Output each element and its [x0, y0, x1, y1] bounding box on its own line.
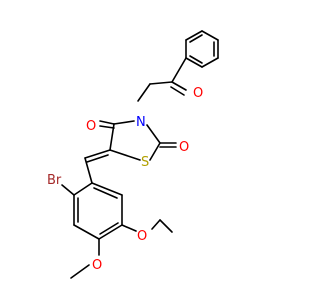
thiazolidinedione-ring: N S [109, 115, 161, 170]
ethoxy-oxygen-label: O [137, 229, 147, 244]
bond-ch2-nitrogen [137, 83, 151, 102]
substituted-benzene-ring [73, 182, 123, 240]
exocyclic-double-bond [84, 149, 111, 163]
ketone-group: O [170, 81, 203, 101]
bond-carbonyl-ch2 [149, 81, 173, 85]
sulfur-label: S [141, 155, 149, 170]
methoxy-substituent: O [70, 238, 102, 279]
bromine-substituent: Br [47, 173, 75, 196]
molecule-structure: O N S O O [47, 30, 219, 279]
bond-phenyl-carbonyl [171, 57, 187, 83]
nitrogen-label: N [136, 115, 146, 130]
c2-carbonyl: O [159, 140, 189, 155]
methoxy-oxygen-label: O [92, 258, 102, 273]
ketone-oxygen-label: O [193, 86, 203, 101]
ethoxy-substituent: O [121, 219, 173, 244]
phenyl-ring [185, 30, 219, 68]
bond-vinyl-aryl [84, 157, 93, 184]
c4-oxygen-label: O [86, 119, 96, 134]
c4-carbonyl: O [86, 119, 115, 134]
bromine-label: Br [47, 173, 62, 188]
c2-oxygen-label: O [179, 140, 189, 155]
